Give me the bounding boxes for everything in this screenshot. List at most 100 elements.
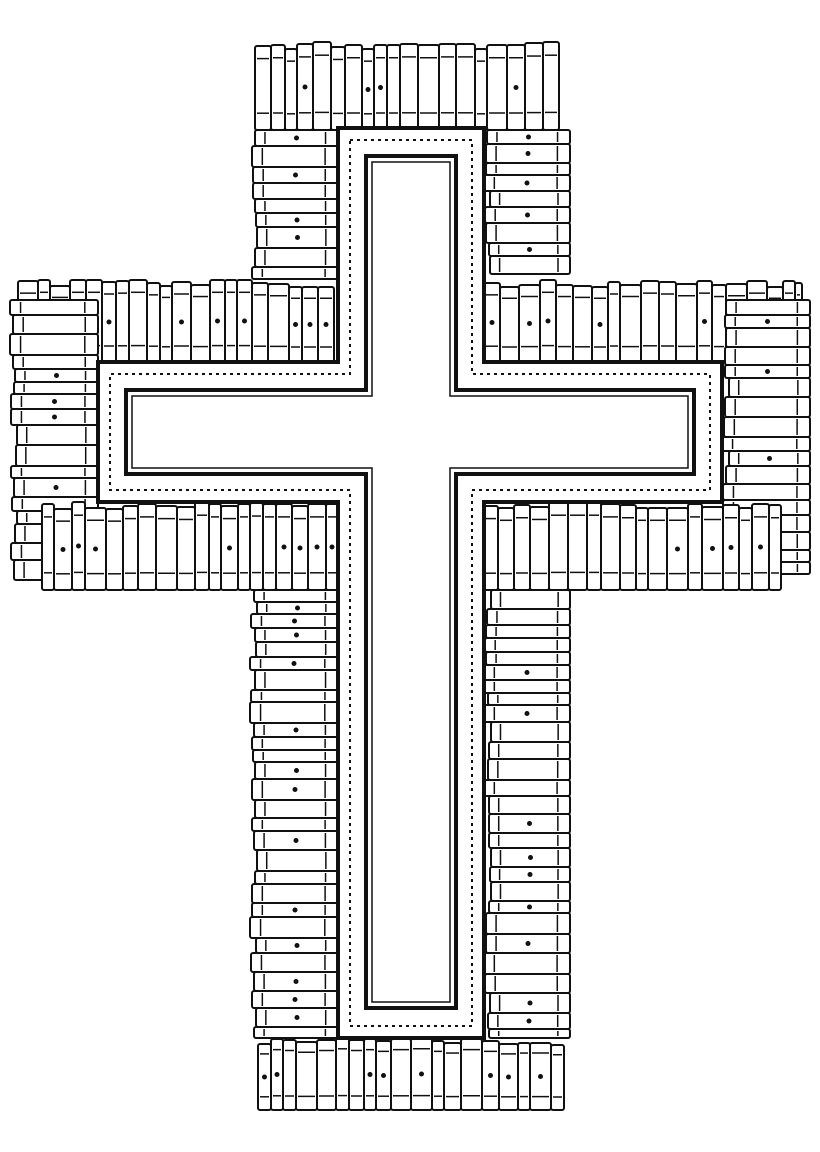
- book: [725, 327, 811, 348]
- book: [635, 507, 649, 591]
- book: [236, 279, 253, 363]
- book: [16, 424, 99, 446]
- book: [146, 282, 161, 363]
- book: [9, 299, 99, 316]
- book: [254, 129, 339, 147]
- cross-decorative-band: [109, 139, 711, 1027]
- book: [768, 504, 782, 591]
- book: [486, 608, 571, 626]
- book: [485, 222, 571, 244]
- book: [489, 866, 571, 883]
- book: [485, 651, 571, 666]
- book: [529, 1042, 552, 1111]
- book: [487, 692, 571, 706]
- book: [487, 758, 571, 781]
- book: [250, 689, 339, 703]
- book: [607, 281, 621, 363]
- book: [455, 43, 476, 131]
- book: [490, 847, 571, 868]
- book: [252, 182, 339, 200]
- book: [171, 281, 192, 363]
- book: [253, 589, 339, 603]
- book: [724, 346, 811, 366]
- book: [249, 701, 339, 724]
- book: [567, 501, 588, 591]
- book: [481, 1040, 500, 1111]
- book: [9, 333, 99, 356]
- book: [518, 284, 541, 363]
- book: [253, 830, 339, 851]
- book: [122, 505, 139, 591]
- book: [53, 508, 73, 591]
- book: [485, 162, 571, 176]
- book: [488, 741, 571, 760]
- book: [251, 266, 339, 280]
- book: [696, 280, 713, 363]
- book: [256, 601, 339, 615]
- book: [591, 286, 609, 363]
- book: [375, 1040, 392, 1111]
- book: [254, 761, 339, 780]
- book: [484, 637, 571, 653]
- book: [363, 1038, 377, 1111]
- book: [386, 44, 401, 131]
- book: [483, 952, 571, 975]
- book: [738, 507, 753, 591]
- book: [488, 795, 571, 815]
- book: [483, 679, 571, 694]
- book: [13, 477, 99, 498]
- book: [488, 832, 571, 849]
- book: [344, 44, 363, 131]
- book: [252, 166, 339, 184]
- book: [513, 504, 531, 591]
- book: [295, 1041, 318, 1111]
- book: [443, 1042, 462, 1111]
- book: [724, 314, 811, 329]
- book: [254, 870, 339, 885]
- book: [251, 883, 339, 904]
- book: [316, 1039, 337, 1111]
- book: [312, 41, 332, 131]
- book: [10, 393, 99, 410]
- book: [483, 664, 571, 681]
- book: [256, 849, 339, 872]
- book: [489, 190, 571, 208]
- book: [307, 503, 327, 591]
- book: [249, 656, 339, 671]
- book: [489, 992, 571, 1014]
- book: [486, 129, 571, 145]
- book: [249, 916, 339, 939]
- book: [255, 937, 339, 954]
- book: [159, 285, 173, 363]
- book: [485, 933, 571, 954]
- book: [251, 778, 339, 801]
- book: [497, 507, 515, 591]
- book: [506, 44, 526, 131]
- book: [485, 143, 571, 164]
- book: [490, 589, 571, 610]
- book: [84, 507, 107, 591]
- book: [224, 279, 238, 363]
- book: [12, 354, 99, 370]
- book: [254, 799, 339, 819]
- book: [250, 952, 339, 973]
- book: [489, 255, 571, 275]
- book: [176, 506, 196, 591]
- book: [722, 504, 740, 591]
- book: [483, 505, 499, 591]
- book: [361, 48, 375, 131]
- book: [137, 503, 157, 591]
- book: [701, 506, 724, 591]
- book: [237, 503, 251, 591]
- book: [270, 44, 286, 131]
- book: [249, 502, 264, 591]
- book: [291, 505, 309, 591]
- book: [485, 912, 571, 935]
- book: [483, 704, 571, 723]
- cross-frame: [96, 126, 724, 1040]
- book: [431, 1040, 445, 1111]
- book: [282, 1039, 297, 1111]
- book: [658, 281, 677, 363]
- book: [301, 286, 319, 363]
- book: [490, 881, 571, 902]
